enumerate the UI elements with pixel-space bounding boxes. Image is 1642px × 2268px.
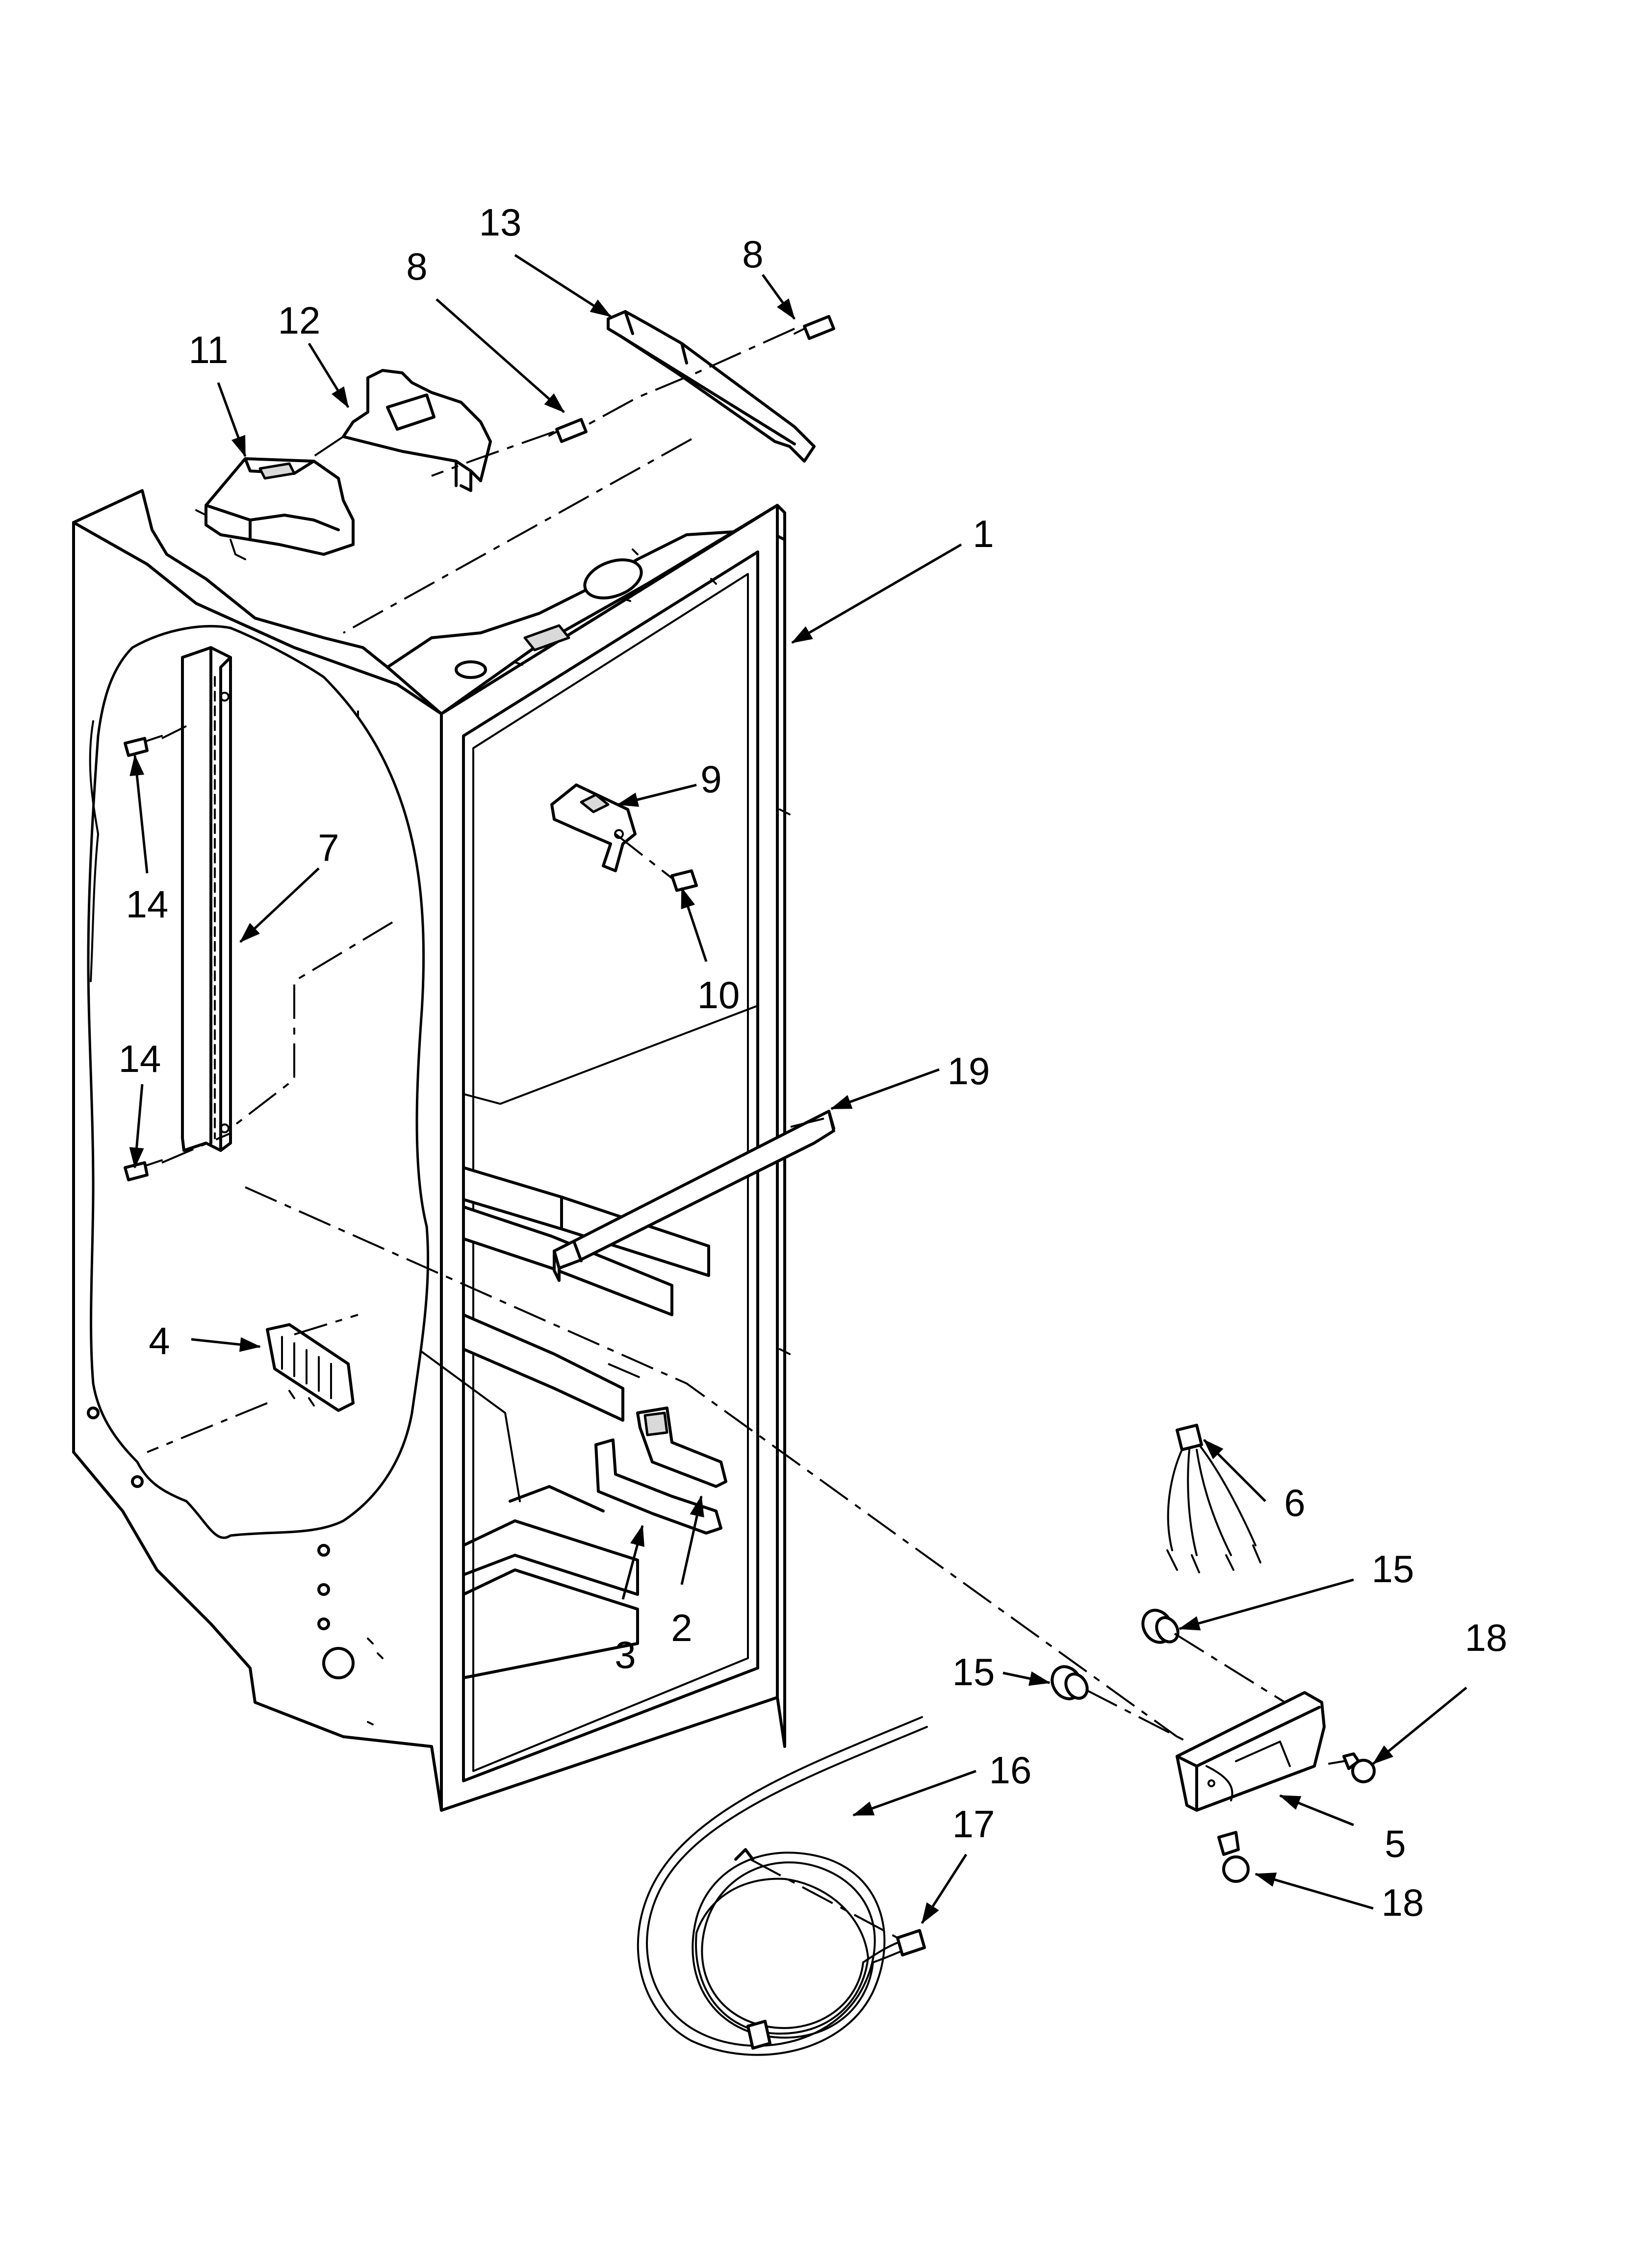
guide-rail-3 bbox=[594, 1438, 722, 1535]
shelf-rail bbox=[181, 646, 232, 1152]
callout-4: 4 bbox=[149, 1319, 170, 1362]
divider-channel bbox=[553, 1110, 835, 1282]
screw-14-upper bbox=[124, 735, 163, 757]
control-bracket bbox=[342, 369, 492, 492]
callout-18-lower: 18 bbox=[1382, 1881, 1424, 1924]
callout-6: 6 bbox=[1284, 1481, 1305, 1524]
callout-3: 3 bbox=[615, 1633, 636, 1676]
callout-labels: 13 8 8 12 11 1 9 7 14 10 14 19 4 6 15 18… bbox=[119, 201, 1508, 1924]
top-channel bbox=[607, 310, 816, 463]
screw-10 bbox=[670, 869, 698, 892]
damper-bracket bbox=[550, 783, 637, 872]
assembly-lines bbox=[147, 328, 1286, 1939]
callout-10: 10 bbox=[697, 973, 740, 1017]
vent-grille bbox=[266, 1323, 355, 1412]
bushing-15-lower bbox=[1051, 1665, 1089, 1700]
callout-5: 5 bbox=[1385, 1822, 1406, 1865]
callout-15-lower: 15 bbox=[952, 1650, 995, 1694]
callout-15-upper: 15 bbox=[1372, 1547, 1414, 1590]
fastener-18-right bbox=[1328, 1752, 1376, 1783]
callout-11: 11 bbox=[189, 328, 229, 371]
callout-9: 9 bbox=[700, 757, 721, 801]
callout-16: 16 bbox=[989, 1748, 1032, 1792]
leader-lines bbox=[129, 254, 1467, 1924]
callout-12: 12 bbox=[278, 299, 321, 342]
water-filter-housing bbox=[1176, 1691, 1326, 1812]
cabinet-liner bbox=[72, 489, 791, 1812]
control-housing bbox=[195, 457, 355, 560]
callout-17: 17 bbox=[952, 1802, 995, 1846]
callout-8-left: 8 bbox=[406, 245, 427, 288]
callout-2: 2 bbox=[671, 1606, 692, 1649]
fastener-18-lower bbox=[1217, 1831, 1250, 1883]
callout-18-upper: 18 bbox=[1465, 1616, 1508, 1659]
screw-8-right bbox=[794, 315, 835, 340]
bushing-15-upper bbox=[1141, 1609, 1180, 1644]
callout-19: 19 bbox=[948, 1049, 990, 1093]
callout-7: 7 bbox=[318, 826, 339, 869]
callout-14-lower: 14 bbox=[119, 1037, 161, 1080]
callout-13: 13 bbox=[479, 201, 522, 244]
screw-17 bbox=[896, 1929, 926, 1956]
guide-rail-2 bbox=[636, 1407, 727, 1488]
water-tube-coil bbox=[637, 1716, 928, 2056]
callout-1: 1 bbox=[973, 512, 994, 555]
screw-8-left bbox=[548, 418, 588, 443]
callout-8-right: 8 bbox=[742, 233, 763, 276]
wire-harness bbox=[1166, 1424, 1261, 1573]
callout-14-upper: 14 bbox=[126, 883, 169, 926]
